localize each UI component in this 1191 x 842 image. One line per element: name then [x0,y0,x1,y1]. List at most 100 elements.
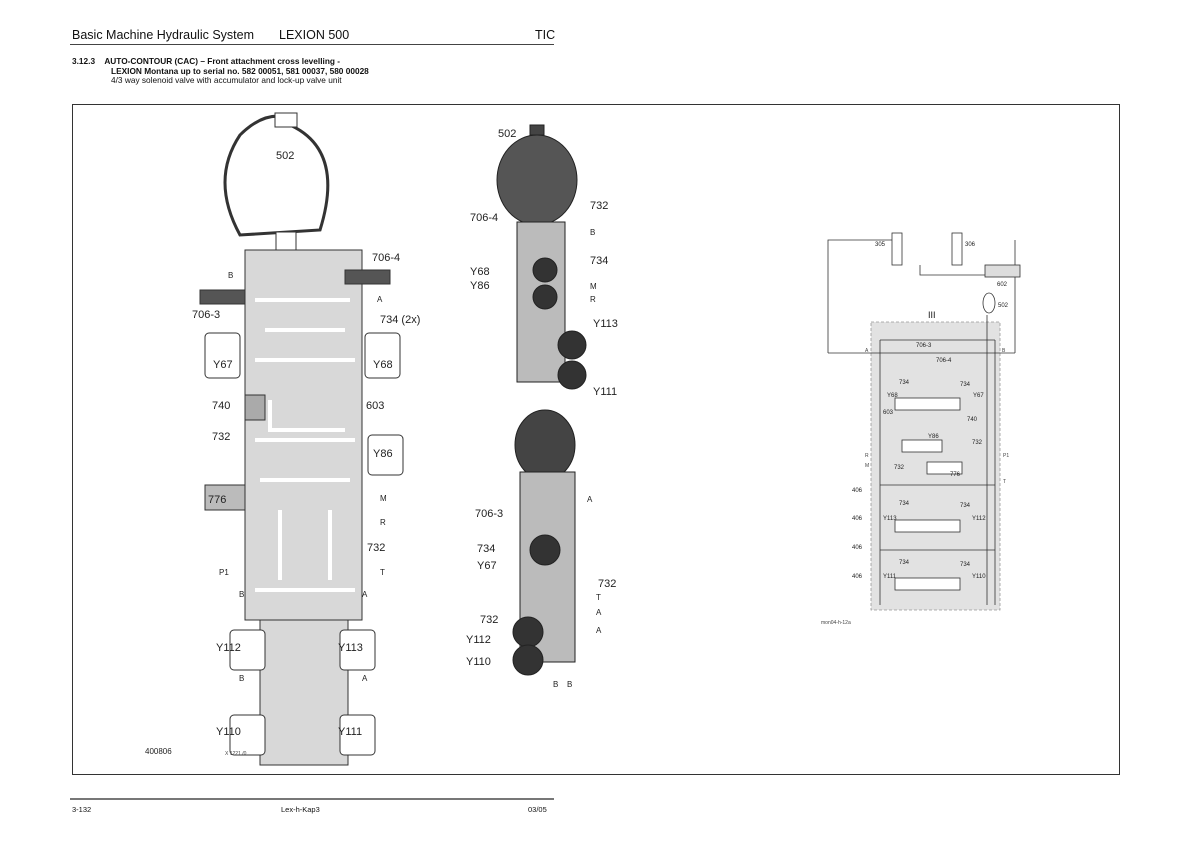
label: Y67 [973,393,984,399]
title-subtitle: 4/3 way solenoid valve with accumulator … [111,75,342,86]
label: M [590,282,597,291]
title-line1: AUTO-CONTOUR (CAC) – Front attachment cr… [104,56,341,66]
label: B [590,228,596,237]
label: Y68 [470,266,490,278]
label: 734 [899,560,910,566]
label: B [1002,348,1006,354]
label: A [377,295,383,304]
label: 406 [852,516,863,522]
label: M [865,463,870,469]
header-brand: TIC [535,28,556,42]
label: Y111 [593,386,618,398]
footer-page: 3-132 [72,805,92,814]
label: Y110 [466,656,491,668]
label: Y111 [338,726,363,738]
label: R [380,518,386,527]
label: A [362,590,368,599]
label: III [928,310,936,320]
label: 734 (2x) [380,314,421,326]
label: Y68 [887,393,898,399]
middle-valve-3d-top [496,124,587,390]
label: B [228,271,234,280]
label: 734 [899,380,910,386]
label: B [553,680,559,689]
footer-doc: Lex-h-Kap3 [281,805,320,814]
label: A [596,626,602,635]
label: B [239,674,245,683]
label: M [380,494,387,503]
label: 502 [498,128,517,140]
label: 740 [212,400,231,412]
header-divider [70,44,554,45]
section-title: 3.12.3 AUTO-CONTOUR (CAC) – Front attach… [72,56,369,86]
label: T [596,593,601,602]
label: 706-3 [916,343,932,349]
label: 732 [972,440,983,446]
label: 305 [875,242,886,248]
label: 734 [960,503,971,509]
label: 732 [590,200,609,212]
label: Y67 [213,359,233,371]
schematic-ref: mon04-h-12a [821,620,851,626]
label: R [865,453,869,459]
label: A [587,495,593,504]
label: Y68 [373,359,393,371]
label: Y112 [972,516,986,522]
label: 776 [208,494,227,506]
label: 732 [480,614,499,626]
label: T [380,568,385,577]
label: 502 [276,150,295,162]
label: 776 [950,472,961,478]
label: A [865,348,869,354]
label: 706-3 [192,309,221,321]
label: 732 [894,465,905,471]
label: 732 [598,578,617,590]
label: 734 [960,382,971,388]
label: R [590,295,596,304]
label: 406 [852,488,863,494]
label: P1 [1003,453,1010,459]
title-line2: LEXION Montana up to serial no. 582 0005… [111,65,369,76]
label: 732 [367,542,386,554]
label: 706-4 [936,358,952,364]
label: T [1003,479,1007,485]
label: 406 [852,545,863,551]
label: 706-4 [470,212,499,224]
label: 734 [590,255,609,267]
figure-ref: X 1221 /0 [225,751,247,757]
label: Y113 [338,642,363,654]
section-number: 3.12.3 [72,56,96,66]
label: Y112 [466,634,491,646]
label: Y86 [470,280,490,292]
label: A [596,608,602,617]
figure-frame [72,104,1120,775]
label: Y67 [477,560,497,572]
label: 734 [477,543,496,555]
label: Y110 [972,574,986,580]
label: Y113 [883,516,897,522]
header-section: Basic Machine Hydraulic System [72,28,255,42]
label: P1 [219,568,229,577]
label: 502 [998,303,1009,309]
label: A [362,674,368,683]
label: 734 [899,501,910,507]
label: B [567,680,573,689]
label: 406 [852,574,863,580]
label: Y112 [216,642,241,654]
hydraulic-schematic [827,232,1021,611]
label: Y86 [928,434,939,440]
label: 306 [965,242,976,248]
label: 706-4 [372,252,401,264]
label: 603 [883,410,894,416]
label: B [239,590,245,599]
label: Y110 [216,726,241,738]
label: 732 [212,431,231,443]
middle-valve-3d-bottom [512,409,576,676]
figure-id: 400806 [145,747,172,756]
left-valve-diagram [199,112,404,766]
label: 734 [960,562,971,568]
label: 740 [967,417,978,423]
label: Y111 [883,574,897,580]
footer-divider [70,798,554,800]
